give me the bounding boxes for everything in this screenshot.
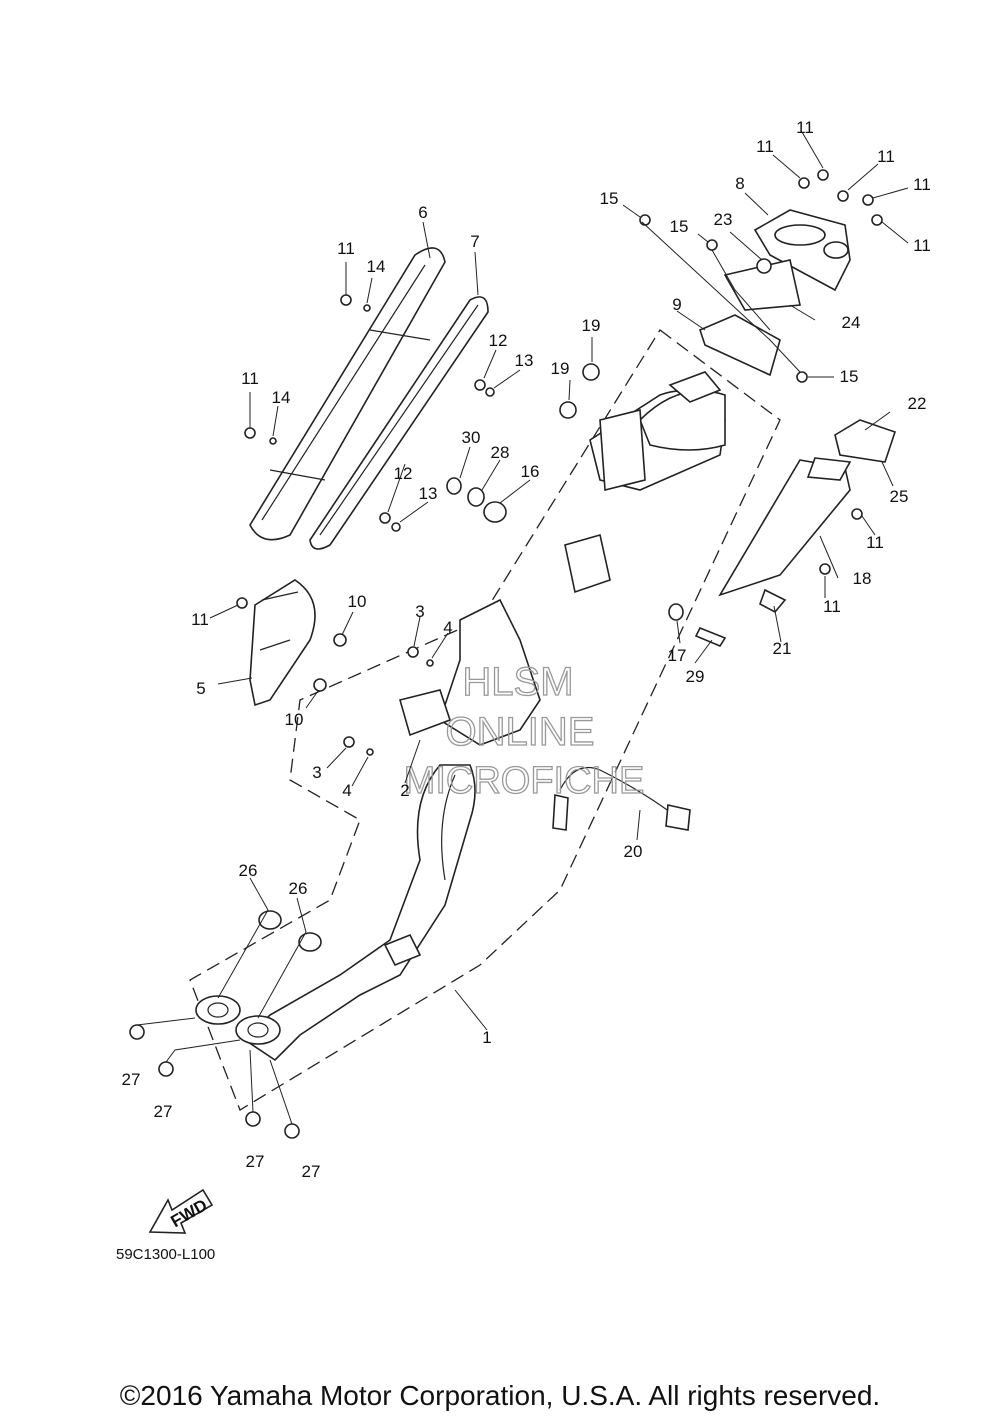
collar-17 bbox=[668, 603, 684, 621]
callout-13: 13 bbox=[419, 484, 438, 503]
callout-20: 20 bbox=[624, 842, 643, 861]
bracket-2 bbox=[399, 598, 541, 746]
callout-22: 22 bbox=[908, 394, 927, 413]
callout-27: 27 bbox=[302, 1162, 321, 1181]
callout-11: 11 bbox=[866, 533, 884, 552]
svg-text:ONLINE: ONLINE bbox=[446, 710, 595, 754]
callout-4: 4 bbox=[342, 781, 351, 800]
protector-5 bbox=[249, 579, 316, 707]
exhaust-pipe-1 bbox=[195, 764, 476, 1062]
callout-6: 6 bbox=[418, 203, 427, 222]
nut-27 bbox=[129, 1024, 145, 1040]
callout-11: 11 bbox=[877, 147, 895, 166]
callout-11: 11 bbox=[913, 175, 931, 194]
callout-26: 26 bbox=[289, 879, 308, 898]
svg-text:MICROFICHE: MICROFICHE bbox=[404, 760, 645, 802]
muffler-protector-7 bbox=[309, 296, 489, 550]
callout-18: 18 bbox=[853, 569, 872, 588]
callout-12: 12 bbox=[489, 331, 508, 350]
nut-27 bbox=[245, 1111, 261, 1127]
callout-17: 17 bbox=[668, 646, 687, 665]
assembly-outline bbox=[189, 329, 781, 1111]
callout-11: 11 bbox=[191, 610, 209, 629]
watermark: HLSM ONLINE MICROFICHE bbox=[403, 659, 645, 802]
damper-block bbox=[564, 533, 611, 594]
nut-30 bbox=[446, 477, 462, 495]
callout-14: 14 bbox=[272, 388, 291, 407]
callout-19: 19 bbox=[582, 316, 601, 335]
callout-8: 8 bbox=[735, 174, 744, 193]
callout-27: 27 bbox=[154, 1102, 173, 1121]
forward-arrow: FWD bbox=[148, 1188, 214, 1234]
callout-25: 25 bbox=[890, 487, 909, 506]
callout-15: 15 bbox=[840, 367, 859, 386]
grommet-16 bbox=[483, 501, 507, 523]
callout-5: 5 bbox=[196, 679, 205, 698]
callout-16: 16 bbox=[521, 462, 540, 481]
callout-11: 11 bbox=[913, 236, 931, 255]
muffler-protector-6 bbox=[249, 247, 446, 541]
nut-27 bbox=[284, 1123, 300, 1139]
callout-21: 21 bbox=[773, 639, 792, 658]
callout-2: 2 bbox=[400, 781, 409, 800]
nut-27 bbox=[158, 1061, 174, 1077]
callout-29: 29 bbox=[686, 667, 705, 686]
callout-11: 11 bbox=[796, 118, 814, 137]
cover-22 bbox=[834, 419, 897, 463]
callout-27: 27 bbox=[122, 1070, 141, 1089]
callouts: 1 2 3 3 4 4 5 6 7 8 9 10 10 11 11 11 11 … bbox=[122, 118, 931, 1181]
o2-sensor-20 bbox=[552, 766, 691, 831]
callout-1: 1 bbox=[482, 1028, 491, 1047]
muffler-body bbox=[589, 371, 726, 492]
washer-28 bbox=[467, 487, 485, 507]
bracket-9 bbox=[699, 314, 781, 377]
callout-27: 27 bbox=[246, 1152, 265, 1171]
callout-11: 11 bbox=[241, 369, 259, 388]
callout-4: 4 bbox=[443, 618, 452, 637]
callout-3: 3 bbox=[415, 602, 424, 621]
leader-lines bbox=[136, 131, 909, 1125]
end-cap-8 bbox=[753, 209, 851, 292]
callout-19: 19 bbox=[551, 359, 570, 378]
copyright-notice: ©2016 Yamaha Motor Corporation, U.S.A. A… bbox=[119, 1380, 881, 1411]
callout-12: 12 bbox=[394, 464, 413, 483]
callout-30: 30 bbox=[462, 428, 481, 447]
callout-10: 10 bbox=[285, 710, 304, 729]
callout-10: 10 bbox=[348, 592, 367, 611]
callout-11: 11 bbox=[823, 597, 841, 616]
bolt-29 bbox=[694, 626, 727, 647]
callout-9: 9 bbox=[672, 295, 681, 314]
callout-28: 28 bbox=[491, 443, 510, 462]
callout-11: 11 bbox=[337, 239, 355, 258]
callout-7: 7 bbox=[470, 232, 479, 251]
callout-3: 3 bbox=[312, 763, 321, 782]
gasket-26 bbox=[298, 932, 322, 952]
callout-13: 13 bbox=[515, 351, 534, 370]
callout-14: 14 bbox=[367, 257, 386, 276]
svg-text:HLSM: HLSM bbox=[462, 660, 573, 704]
callout-26: 26 bbox=[239, 861, 258, 880]
heat-cover-18 bbox=[718, 457, 852, 597]
callout-23: 23 bbox=[714, 210, 733, 229]
callout-15: 15 bbox=[670, 217, 689, 236]
callout-24: 24 bbox=[842, 313, 861, 332]
plate-21 bbox=[759, 588, 787, 614]
diagram-code: 59C1300-L100 bbox=[116, 1246, 216, 1263]
bolts bbox=[236, 169, 883, 756]
callout-15: 15 bbox=[600, 189, 619, 208]
callout-11: 11 bbox=[756, 137, 774, 156]
